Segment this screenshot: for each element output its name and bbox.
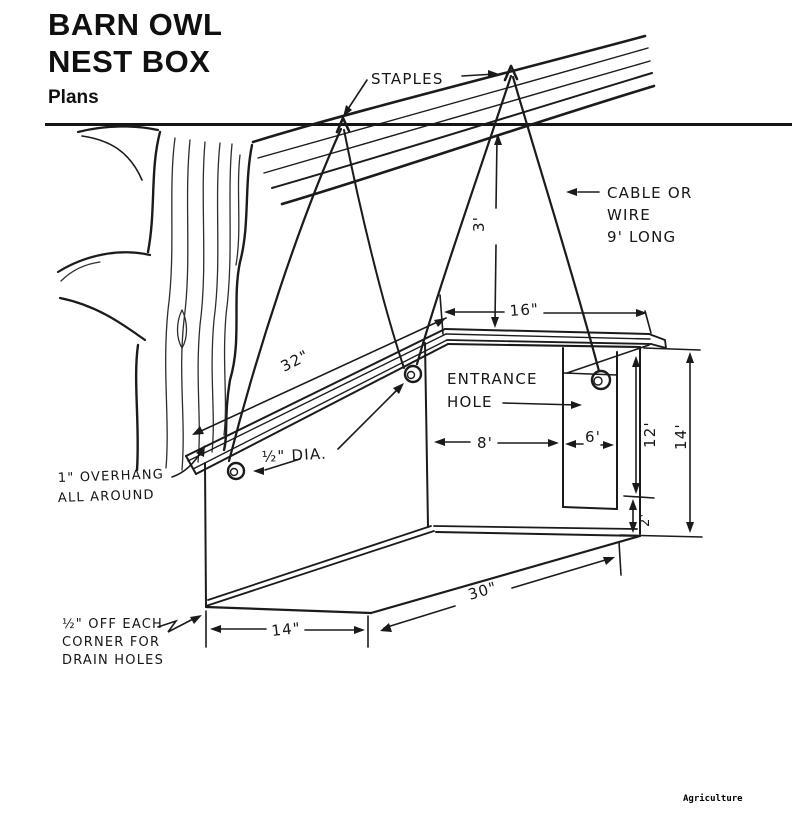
overhang-label-line1: 1" OVERHANG bbox=[58, 467, 165, 486]
dimension-lines bbox=[157, 73, 703, 648]
tree-branch bbox=[251, 34, 656, 206]
page-subtitle: Plans bbox=[48, 87, 99, 108]
entrance-opening bbox=[562, 344, 650, 510]
page-title-line2: NEST BOX bbox=[48, 44, 211, 79]
dim-bottom-gap-2in: 2' bbox=[638, 513, 653, 527]
cable-label-line1: CABLE OR bbox=[607, 184, 692, 202]
title-rule bbox=[45, 123, 792, 126]
dim-drop-3ft: 3' bbox=[470, 216, 488, 232]
drain-label-line1: ½" OFF EACH bbox=[62, 617, 163, 632]
drain-label-line3: DRAIN HOLES bbox=[62, 653, 164, 668]
dim-box-length-30in: 30" bbox=[466, 578, 500, 604]
dim-hole-offset-8in: 8' bbox=[477, 434, 493, 452]
cable-label-line3: 9' LONG bbox=[607, 228, 676, 246]
entrance-label-line1: ENTRANCE bbox=[447, 370, 538, 388]
dimension-arrowheads bbox=[190, 70, 694, 634]
staples bbox=[335, 64, 519, 134]
nest-box-diagram: STAPLES CABLE OR WIRE 9' LONG ENTRANCE H… bbox=[56, 34, 703, 668]
dim-roof-length-32in: 32" bbox=[278, 346, 313, 375]
page-title-line1: BARN OWL bbox=[48, 7, 223, 42]
roof-plank bbox=[185, 328, 667, 475]
dim-roof-end-16in: 16" bbox=[509, 300, 540, 320]
overhang-label-line2: ALL AROUND bbox=[58, 488, 155, 506]
tree-grain-lines bbox=[165, 137, 241, 471]
cable-label-line2: WIRE bbox=[607, 206, 651, 224]
entrance-label-line2: HOLE bbox=[447, 393, 493, 411]
dim-box-depth-14in: 14" bbox=[271, 619, 302, 640]
roof-eyelets bbox=[226, 364, 612, 481]
credit-text: Agriculture bbox=[683, 794, 743, 804]
title-block: BARN OWL NEST BOX Plans bbox=[48, 6, 222, 109]
tree-trunk bbox=[56, 125, 254, 472]
box-body bbox=[204, 342, 642, 615]
half-dia-label: ½" DIA. bbox=[261, 445, 327, 466]
dim-hole-height-12in: 12' bbox=[641, 421, 659, 448]
dim-hole-width-6in: 6' bbox=[585, 428, 601, 446]
staples-label: STAPLES bbox=[371, 70, 444, 88]
drain-label-line2: CORNER FOR bbox=[62, 635, 160, 650]
dim-box-height-14in: 14' bbox=[672, 423, 690, 450]
